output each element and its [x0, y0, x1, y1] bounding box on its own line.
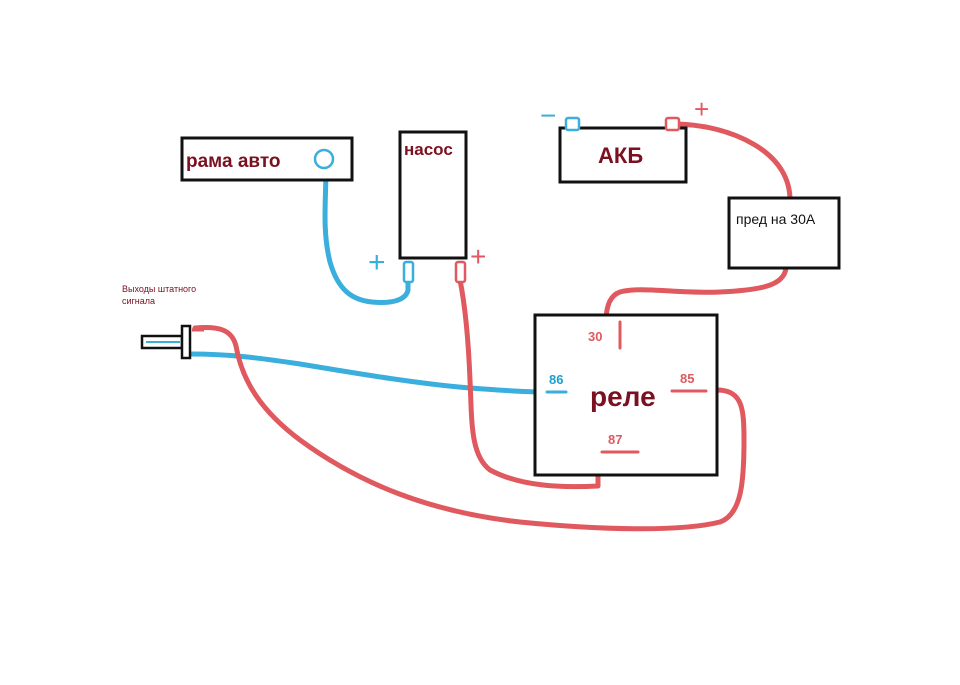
pump-minus-terminal: [402, 260, 415, 284]
pump-plus-sign: +: [470, 241, 486, 272]
signal-label-line1: Выходы штатного: [122, 284, 196, 294]
battery-minus-sign: −: [540, 100, 556, 131]
battery-minus-terminal: [564, 116, 581, 132]
relay-label: реле: [590, 381, 656, 412]
relay-box: [533, 313, 719, 477]
battery-plus-sign: +: [694, 94, 709, 124]
fuse-label: пред на 30А: [736, 211, 816, 227]
battery-label: АКБ: [598, 143, 643, 168]
signal-label-line2: сигнала: [122, 296, 155, 306]
wire-battery-to-fuse: [669, 121, 793, 203]
wire-fuse-to-30: [603, 265, 789, 325]
wire-signal-to-86: [187, 351, 548, 395]
relay-pin-87-label: 87: [608, 432, 622, 447]
signal-connector-head: [180, 324, 192, 360]
pump-label: насос: [404, 140, 453, 159]
relay-pin-30-label: 30: [588, 329, 602, 344]
pump-box: [398, 130, 468, 260]
pump-plus-terminal: [454, 260, 467, 284]
wire-pump-to-87: [457, 277, 601, 490]
pump-minus-sign: +: [368, 246, 386, 279]
relay-pin-86-label: 86: [549, 372, 563, 387]
frame-ground-terminal: [313, 148, 335, 170]
wire-frame-to-pump: [322, 165, 411, 305]
battery-plus-terminal: [664, 116, 681, 132]
frame-label: рама авто: [186, 151, 280, 172]
fuse-box: [727, 196, 841, 270]
wire-signal-to-85: [192, 325, 747, 532]
battery-box: [558, 126, 688, 184]
relay-pin-85-label: 85: [680, 371, 694, 386]
